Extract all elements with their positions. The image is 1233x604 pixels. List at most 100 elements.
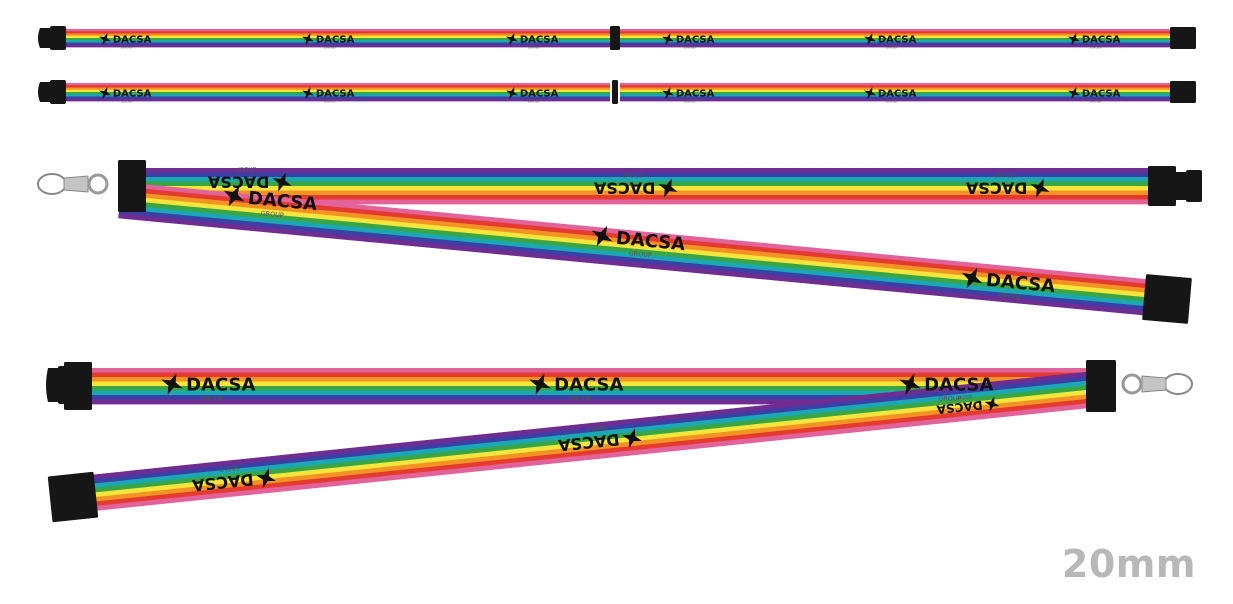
end-cap-upper-right [1148, 166, 1176, 206]
brand-name-text: DACSA [878, 35, 917, 46]
strap-stripe [58, 98, 610, 102]
brand-name-text: DACSA [316, 35, 355, 46]
strap-stripe [58, 42, 610, 46]
strap-stripe [120, 181, 1150, 187]
hook-upper-left [37, 173, 109, 195]
strap-stripe [118, 213, 1154, 317]
strap-stripe [620, 89, 1172, 93]
strap-stripe [58, 31, 610, 34]
brand-sub-text: GROUP [584, 424, 606, 432]
buckle-lower-left [46, 366, 74, 404]
strap-stripe [90, 386, 1110, 391]
strap-stripe [620, 94, 1172, 97]
brand-sub-text: GROUP [528, 45, 542, 49]
strap-stripe [58, 33, 610, 37]
strap-stripe [120, 177, 1150, 182]
flat-strap-mid-right [620, 83, 1172, 102]
flat-strap-top-right [620, 29, 1172, 48]
strap-stripe [81, 401, 1107, 513]
strap-stripe [80, 392, 1106, 504]
end-cap-upper-left [118, 160, 146, 212]
brand-sub-text: GROUP [568, 395, 591, 403]
strap-stripe [58, 40, 610, 43]
brand-sub-text: GROUP [121, 45, 135, 49]
end-cap-mid-right [1170, 81, 1196, 103]
brand-sub-text: GROUP [324, 45, 338, 49]
brand-sub-text: GROUP [998, 291, 1022, 301]
strap-stripe [90, 368, 1110, 373]
brand-sub-text: GROUP [684, 45, 698, 49]
strap-stripe [58, 94, 610, 97]
buckle-mid-left [38, 80, 66, 104]
brand-sub-text: GROUP [994, 171, 1015, 177]
brand-sub-text: GROUP [1090, 45, 1104, 49]
strap-stripe [79, 379, 1105, 490]
hook-lower-right [1121, 373, 1193, 395]
strap-stripe [58, 89, 610, 93]
size-label: 20mm [1061, 542, 1196, 586]
brand-sub-text: GROUP [956, 393, 972, 401]
strap-stripe [620, 35, 1172, 39]
strap-stripe [90, 381, 1110, 387]
brand-sub-text: GROUP [886, 99, 900, 103]
clip-mid-middle [612, 80, 618, 104]
strap-stripe [120, 168, 1150, 173]
flat-strap-mid-left [58, 83, 610, 102]
strap-stripe [620, 98, 1172, 102]
strap-stripe [120, 195, 1150, 200]
strap-stripe [620, 40, 1172, 43]
brand-name-text: DACSA [316, 89, 355, 100]
strap-stripe [121, 182, 1157, 285]
buckle-top-left [38, 26, 66, 50]
brand-name-text: DACSA [113, 35, 152, 46]
strap-stripe [620, 44, 1172, 48]
brand-name-text: DACSA [965, 178, 1027, 197]
strap-stripe [620, 31, 1172, 34]
brand-name-text: DACSA [520, 89, 559, 100]
strap-stripe [58, 38, 610, 41]
strap-stripe [120, 190, 1150, 196]
strap-stripe [58, 44, 610, 48]
flat-strap-top-left [58, 29, 610, 48]
strap-stripe [620, 85, 1172, 88]
strap-stripe [79, 383, 1105, 495]
strap-stripe [120, 191, 1156, 294]
strap-stripe [120, 199, 1150, 205]
strap-stripe [620, 38, 1172, 41]
strap-stripe [78, 370, 1104, 481]
strap-stripe [80, 388, 1106, 499]
brand-name-text: DACSA [924, 374, 993, 395]
strap-stripe [120, 195, 1156, 299]
brand-name-text: DACSA [113, 89, 152, 100]
strap-stripe [58, 85, 610, 88]
brand-name-text: DACSA [676, 89, 715, 100]
brand-sub-text: GROUP [324, 99, 338, 103]
brand-sub-text: GROUP [260, 209, 284, 219]
brand-sub-text: GROUP [622, 171, 643, 177]
strap-stripe [58, 83, 610, 86]
brand-sub-text: GROUP [236, 165, 257, 171]
strap-stripe [620, 29, 1172, 32]
strap-stripe [58, 96, 610, 100]
lanyard-lower-diagonal [78, 370, 1107, 513]
brand-name-text: DACSA [1082, 89, 1121, 100]
brand-sub-text: GROUP [886, 45, 900, 49]
strap-stripe [90, 390, 1110, 396]
lanyard-lower-straight [90, 368, 1110, 405]
brand-sub-text: GROUP [121, 99, 135, 103]
strap-stripe [620, 96, 1172, 100]
brand-name-text: DACSA [520, 35, 559, 46]
